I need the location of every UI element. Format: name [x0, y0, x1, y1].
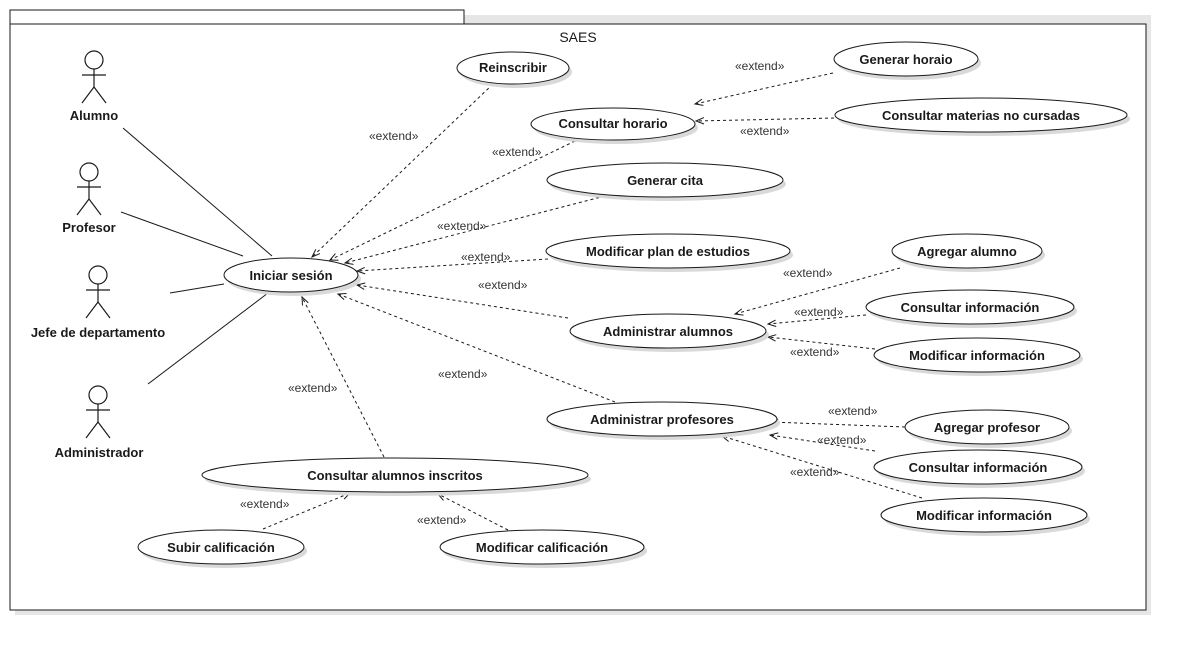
- extend-label: «extend»: [783, 266, 833, 280]
- stick-figure-icon: [85, 265, 111, 319]
- associations: [120, 127, 273, 385]
- use-case-consultar-materias[interactable]: Consultar materias no cursadas: [834, 97, 1130, 136]
- use-case-label: Generar horaio: [859, 52, 952, 67]
- actor-label: Jefe de departamento: [31, 325, 165, 340]
- extend-label: «extend»: [369, 129, 419, 143]
- dep-subir-calificacion: [262, 492, 351, 530]
- actor-jefe-de-departamento[interactable]: Jefe de departamento: [31, 265, 165, 340]
- extend-label: «extend»: [240, 497, 290, 511]
- dep-modificar-info-profesor: [721, 435, 923, 499]
- dep-agregar-profesor: [769, 421, 906, 428]
- extend-label: «extend»: [790, 465, 840, 479]
- arrowhead: [693, 98, 704, 106]
- use-case-administrar-profesores[interactable]: Administrar profesores: [546, 401, 780, 440]
- arrowhead: [768, 432, 779, 440]
- dep-consultar-materias: [695, 117, 835, 122]
- use-case-agregar-alumno[interactable]: Agregar alumno: [891, 233, 1045, 272]
- extend-label: «extend»: [461, 250, 511, 264]
- use-case-label: Consultar materias no cursadas: [882, 108, 1080, 123]
- use-case-label: Administrar profesores: [590, 412, 734, 427]
- use-cases: Reinscribir Generar horaio Consultar hor…: [137, 41, 1130, 568]
- arrowhead: [328, 253, 339, 261]
- actor-label: Administrador: [55, 445, 144, 460]
- extend-label: «extend»: [417, 513, 467, 527]
- extend-dependencies: [262, 72, 923, 531]
- use-case-label: Modificar información: [909, 348, 1045, 363]
- use-case-label: Subir calificación: [167, 540, 275, 555]
- use-case-subir-calificacion[interactable]: Subir calificación: [137, 529, 307, 568]
- association-administrador: [147, 292, 269, 385]
- use-case-modificar-info-alumno[interactable]: Modificar información: [873, 337, 1083, 376]
- use-case-label: Consultar horario: [558, 116, 667, 131]
- use-case-generar-cita[interactable]: Generar cita: [546, 162, 786, 201]
- dep-modificar-calificacion: [437, 493, 509, 531]
- arrowhead: [343, 257, 354, 265]
- use-case-label: Iniciar sesión: [249, 268, 332, 283]
- use-case-modificar-info-profesor[interactable]: Modificar información: [880, 497, 1090, 536]
- use-case-label: Modificar plan de estudios: [586, 244, 750, 259]
- extend-label: «extend»: [437, 219, 487, 233]
- association-jefe: [169, 283, 225, 294]
- actor-alumno[interactable]: Alumno: [70, 50, 118, 123]
- arrowhead: [766, 319, 777, 327]
- actor-label: Alumno: [70, 108, 118, 123]
- use-case-modificar-plan[interactable]: Modificar plan de estudios: [545, 233, 793, 272]
- extend-label: «extend»: [740, 124, 790, 138]
- use-case-consultar-info-alumno[interactable]: Consultar información: [865, 289, 1077, 328]
- stick-figure-icon: [81, 50, 107, 104]
- use-case-label: Administrar alumnos: [603, 324, 733, 339]
- actor-label: Profesor: [62, 220, 115, 235]
- actors: Alumno Profesor Jefe de departamento: [31, 50, 165, 460]
- arrowhead: [301, 295, 309, 306]
- use-case-label: Consultar información: [909, 460, 1048, 475]
- arrowhead: [733, 308, 744, 316]
- association-alumno: [122, 127, 273, 257]
- extend-label: «extend»: [817, 433, 867, 447]
- stick-figure-icon: [76, 162, 102, 216]
- use-case-consultar-horario[interactable]: Consultar horario: [530, 107, 698, 144]
- use-case-modificar-calificacion[interactable]: Modificar calificación: [439, 529, 647, 568]
- association-profesor: [120, 211, 244, 257]
- extend-labels: «extend» «extend» «extend» «extend» «ext…: [240, 59, 878, 527]
- extend-label: «extend»: [790, 345, 840, 359]
- actor-administrador[interactable]: Administrador: [55, 385, 144, 460]
- use-case-label: Generar cita: [627, 173, 704, 188]
- dep-generar-cita: [344, 195, 606, 264]
- dep-consultar-info-alumno: [767, 314, 867, 325]
- extend-label: «extend»: [492, 145, 542, 159]
- dep-modificar-plan: [356, 258, 549, 272]
- extend-label: «extend»: [735, 59, 785, 73]
- system-title: SAES: [559, 29, 596, 45]
- actor-profesor[interactable]: Profesor: [62, 162, 116, 235]
- use-case-iniciar-sesion[interactable]: Iniciar sesión: [223, 257, 361, 296]
- use-case-label: Agregar profesor: [934, 420, 1040, 435]
- extend-label: «extend»: [828, 404, 878, 418]
- use-case-label: Modificar calificación: [476, 540, 608, 555]
- stick-figure-icon: [85, 385, 111, 439]
- arrowhead: [355, 266, 366, 275]
- arrowhead: [310, 249, 321, 258]
- use-case-generar-horaio[interactable]: Generar horaio: [833, 41, 981, 80]
- use-case-label: Consultar alumnos inscritos: [307, 468, 483, 483]
- system-tab: [9, 9, 465, 25]
- extend-label: «extend»: [288, 381, 338, 395]
- use-case-label: Modificar información: [916, 508, 1052, 523]
- use-case-label: Agregar alumno: [917, 244, 1017, 259]
- arrowhead: [336, 293, 347, 300]
- use-case-reinscribir[interactable]: Reinscribir: [456, 51, 572, 88]
- dep-agregar-alumno: [734, 267, 901, 315]
- extend-label: «extend»: [794, 305, 844, 319]
- arrowhead: [355, 282, 366, 290]
- use-case-label: Reinscribir: [479, 60, 547, 75]
- dep-administrar-profesores: [337, 293, 616, 403]
- extend-label: «extend»: [478, 278, 528, 292]
- use-case-label: Consultar información: [901, 300, 1040, 315]
- use-case-agregar-profesor[interactable]: Agregar profesor: [904, 409, 1072, 448]
- extend-label: «extend»: [438, 367, 488, 381]
- use-case-administrar-alumnos[interactable]: Administrar alumnos: [569, 313, 769, 352]
- arrowhead: [694, 117, 705, 125]
- use-case-consultar-info-profesor[interactable]: Consultar información: [873, 449, 1085, 488]
- use-case-consultar-alumnos-inscritos[interactable]: Consultar alumnos inscritos: [201, 457, 591, 496]
